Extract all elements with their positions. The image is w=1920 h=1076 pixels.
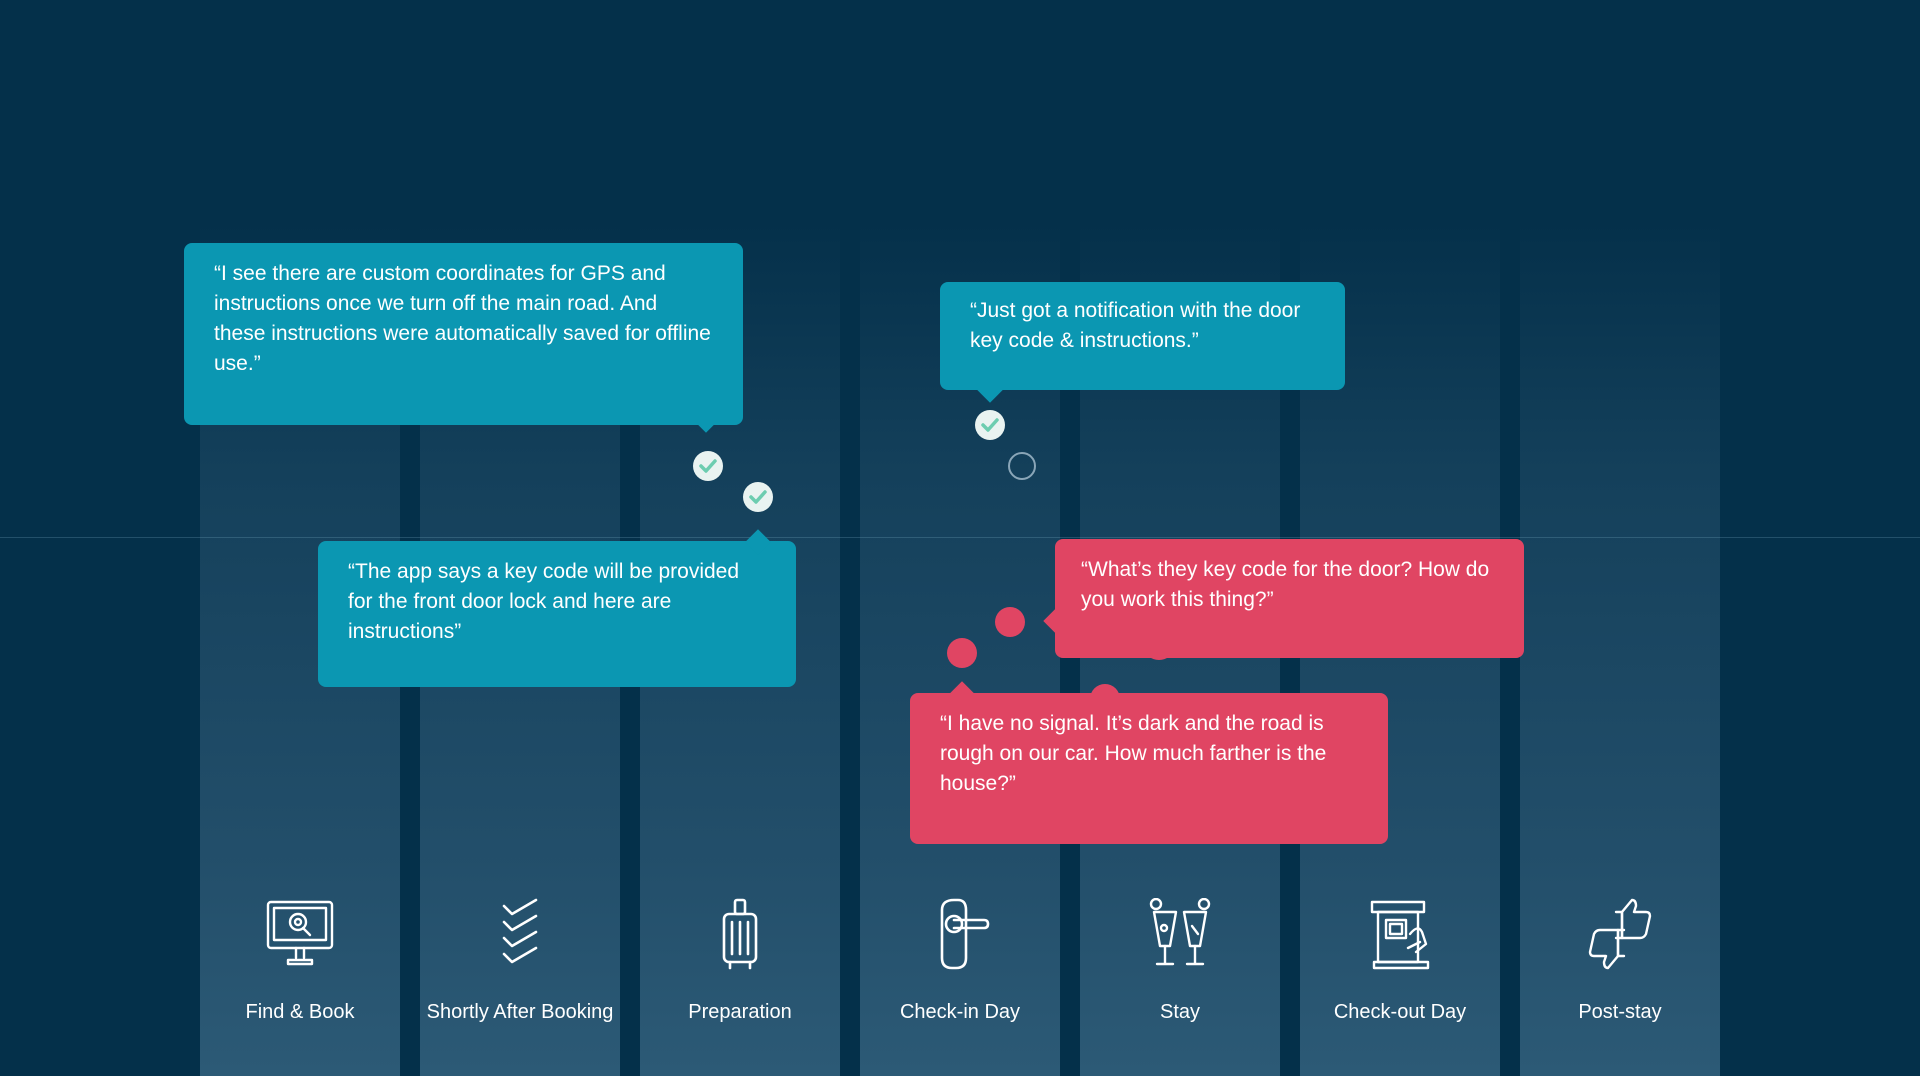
quote-text: “What’s they key code for the door? How … xyxy=(1081,558,1490,611)
thumbs-up-down-icon xyxy=(1588,898,1652,970)
quote-bubble-key-code-provided: “The app says a key code will be provide… xyxy=(318,529,796,687)
checklist-icon xyxy=(502,898,538,964)
quote-text: “I see there are custom coordinates for … xyxy=(214,262,711,375)
quote-bubble-no-signal: “I have no signal. It’s dark and the roa… xyxy=(910,681,1388,844)
check-marker xyxy=(743,482,773,512)
check-marker xyxy=(975,410,1005,440)
sentiment-baseline xyxy=(0,537,1920,538)
check-marker xyxy=(693,451,723,481)
computer-search-icon xyxy=(266,900,334,966)
stage-column-post-stay xyxy=(1520,220,1720,1076)
stage-label-stay: Stay xyxy=(1159,1001,1201,1023)
cocktails-icon xyxy=(1149,898,1211,966)
check-icon xyxy=(749,490,767,504)
stage-label-preparation: Preparation xyxy=(688,1001,792,1023)
stage-label-shortly-after-booking: Shortly After Booking xyxy=(426,1001,614,1023)
quote-text: “Just got a notification with the door k… xyxy=(970,299,1301,352)
negative-marker xyxy=(947,638,977,668)
stage-label-check-out-day: Check-out Day xyxy=(1333,1001,1467,1023)
negative-marker xyxy=(995,607,1025,637)
quote-bubble-door-help: “What’s they key code for the door? How … xyxy=(1043,539,1524,658)
checkout-kiosk-icon xyxy=(1370,900,1430,970)
stage-label-post-stay: Post-stay xyxy=(1578,1001,1662,1023)
check-icon xyxy=(699,459,717,473)
empty-marker xyxy=(1008,452,1036,480)
quote-bubble-gps: “I see there are custom coordinates for … xyxy=(184,243,743,433)
quote-text: “I have no signal. It’s dark and the roa… xyxy=(940,712,1327,795)
check-icon xyxy=(981,418,999,432)
quote-text: “The app says a key code will be provide… xyxy=(348,560,740,643)
stage-label-find-book: Find & Book xyxy=(245,1001,355,1023)
door-handle-icon xyxy=(940,898,990,970)
suitcase-icon xyxy=(722,898,758,970)
stage-label-check-in-day: Check-in Day xyxy=(899,1001,1021,1023)
quote-bubble-notification: “Just got a notification with the door k… xyxy=(940,282,1345,403)
